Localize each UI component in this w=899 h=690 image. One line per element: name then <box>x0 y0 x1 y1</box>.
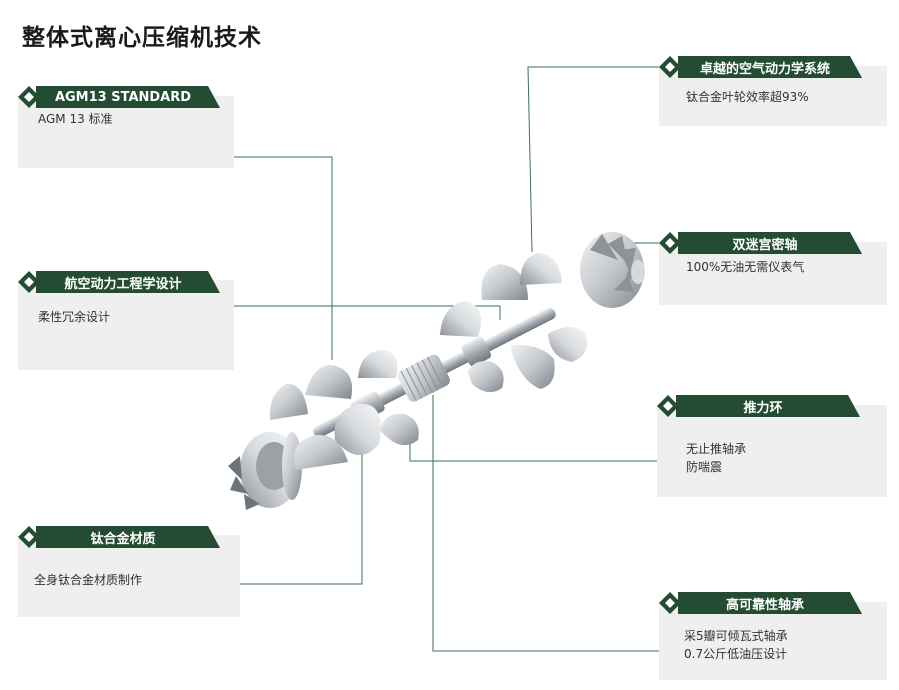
leader-titanium <box>240 450 363 585</box>
impeller-right <box>580 232 645 308</box>
leader-agm13 <box>234 156 333 360</box>
callout-tag: 推力环 <box>676 395 860 417</box>
callout-description: 钛合金叶轮效率超93% <box>686 90 809 104</box>
callout-description: AGM 13 标准 <box>38 112 113 126</box>
callout-panel <box>18 535 240 617</box>
callout-tag: 高可靠性轴承 <box>678 592 862 614</box>
diamond-icon <box>659 232 681 254</box>
diamond-icon <box>659 592 681 614</box>
callout-panel <box>659 602 887 680</box>
housing-parts <box>269 253 588 470</box>
callout-panel <box>18 96 234 168</box>
callout-tag: 钛合金材质 <box>36 526 220 548</box>
leader-bearing <box>432 395 660 652</box>
impeller-left <box>228 432 302 510</box>
callout-tag: AGM13 STANDARD <box>36 86 220 108</box>
callout-panel <box>657 405 887 497</box>
callout-description: 无止推轴承 <box>686 442 747 456</box>
diamond-icon <box>18 271 40 293</box>
callout-description: 全身钛合金材质制作 <box>34 573 143 587</box>
page-title: 整体式离心压缩机技术 <box>22 25 262 51</box>
diamond-icon <box>657 395 679 417</box>
callout-description: 柔性冗余设计 <box>38 310 111 324</box>
diamond-icon <box>659 56 681 78</box>
callout-description: 100%无油无需仪表气 <box>686 260 805 274</box>
callout-description: 0.7公斤低油压设计 <box>684 647 788 661</box>
callout-description: 防喘震 <box>686 460 723 474</box>
diamond-icon <box>18 86 40 108</box>
leader-aero-design <box>234 305 501 320</box>
callout-description: 采5瓣可倾瓦式轴承 <box>684 629 788 643</box>
callout-tag: 航空动力工程学设计 <box>36 271 220 293</box>
diamond-icon <box>18 526 40 548</box>
leader-thrust-ring <box>409 438 658 462</box>
callout-tag: 卓越的空气动力学系统 <box>678 56 862 78</box>
leader-aerodynamics <box>527 66 660 253</box>
callout-tag: 双迷宫密轴 <box>678 232 862 254</box>
callout-panel <box>18 280 234 370</box>
